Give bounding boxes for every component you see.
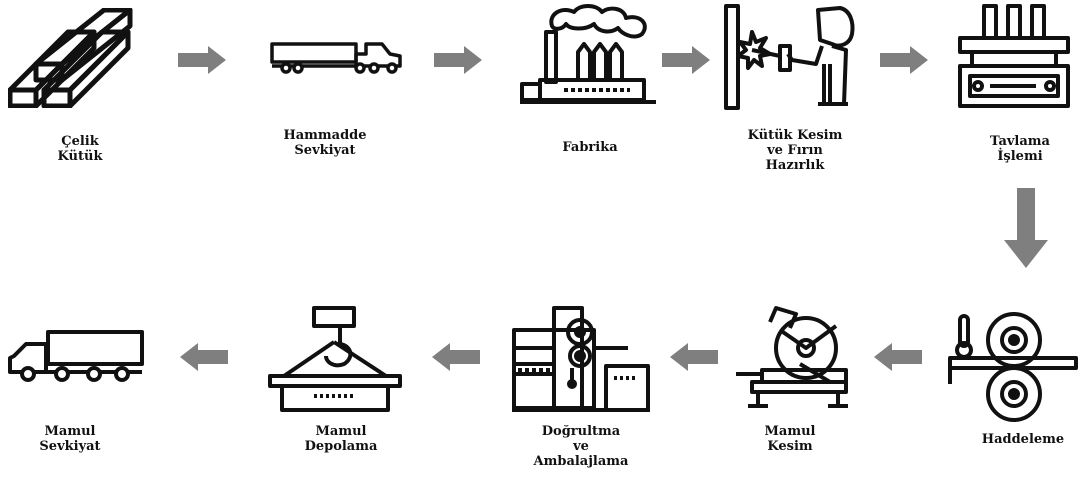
step-label-mamul-sevkiyat: Mamul Sevkiyat xyxy=(20,424,120,454)
step-label-celik-kutuk: Çelik Kütük xyxy=(30,134,130,164)
step-label-dogrultma: Doğrultma ve Ambalajlama xyxy=(516,424,646,469)
label-line: Haddeleme xyxy=(981,432,1065,447)
label-line: Tavlama xyxy=(990,134,1050,149)
arrow-right-icon xyxy=(662,46,710,74)
arrow-right-icon xyxy=(880,46,928,74)
welder-icon xyxy=(722,4,862,110)
label-line: Kütük xyxy=(57,149,103,164)
arrow-left-icon xyxy=(432,343,480,371)
label-line: Hazırlık xyxy=(765,158,825,173)
label-line: Fabrika xyxy=(562,140,618,155)
step-label-kutuk-kesim: Kütük Kesim ve Fırın Hazırlık xyxy=(730,128,860,173)
crane-hook-icon xyxy=(268,304,404,416)
label-line: Mamul xyxy=(315,424,367,439)
straightening-machine-icon xyxy=(510,304,652,412)
arrow-left-icon xyxy=(180,343,228,371)
label-line: Mamul xyxy=(44,424,96,439)
cutoff-saw-icon xyxy=(734,304,852,410)
step-label-haddeleme: Haddeleme xyxy=(968,432,1078,447)
label-line: Kesim xyxy=(767,439,813,454)
steel-billets-icon xyxy=(8,8,142,108)
factory-icon xyxy=(518,2,658,106)
rolling-mill-icon xyxy=(946,310,1078,424)
step-label-mamul-depolama: Mamul Depolama xyxy=(286,424,396,454)
label-line: Doğrultma xyxy=(541,424,621,439)
arrow-right-icon xyxy=(434,46,482,74)
label-line: Ambalajlama xyxy=(533,454,629,469)
arrow-left-icon xyxy=(670,343,718,371)
step-label-fabrika: Fabrika xyxy=(540,140,640,155)
label-line: Sevkiyat xyxy=(294,143,356,158)
label-line: ve Fırın xyxy=(767,143,823,158)
arrow-left-icon xyxy=(874,343,922,371)
label-line: Hammadde xyxy=(283,128,367,143)
arrow-down-icon xyxy=(1004,188,1048,268)
label-line: Mamul xyxy=(764,424,816,439)
step-label-tavlama: Tavlama İşlemi xyxy=(970,134,1070,164)
label-line: Kütük Kesim xyxy=(747,128,843,143)
step-label-mamul-kesim: Mamul Kesim xyxy=(740,424,840,454)
label-line: Depolama xyxy=(304,439,378,454)
label-line: İşlemi xyxy=(997,149,1043,164)
step-label-hammadde-sevkiyat: Hammadde Sevkiyat xyxy=(270,128,380,158)
annealing-press-icon xyxy=(956,4,1072,108)
label-line: Sevkiyat xyxy=(39,439,101,454)
label-line: Çelik xyxy=(61,134,99,149)
arrow-right-icon xyxy=(178,46,226,74)
label-line: ve xyxy=(573,439,589,454)
truck-icon xyxy=(270,40,404,74)
delivery-truck-icon xyxy=(6,328,146,382)
